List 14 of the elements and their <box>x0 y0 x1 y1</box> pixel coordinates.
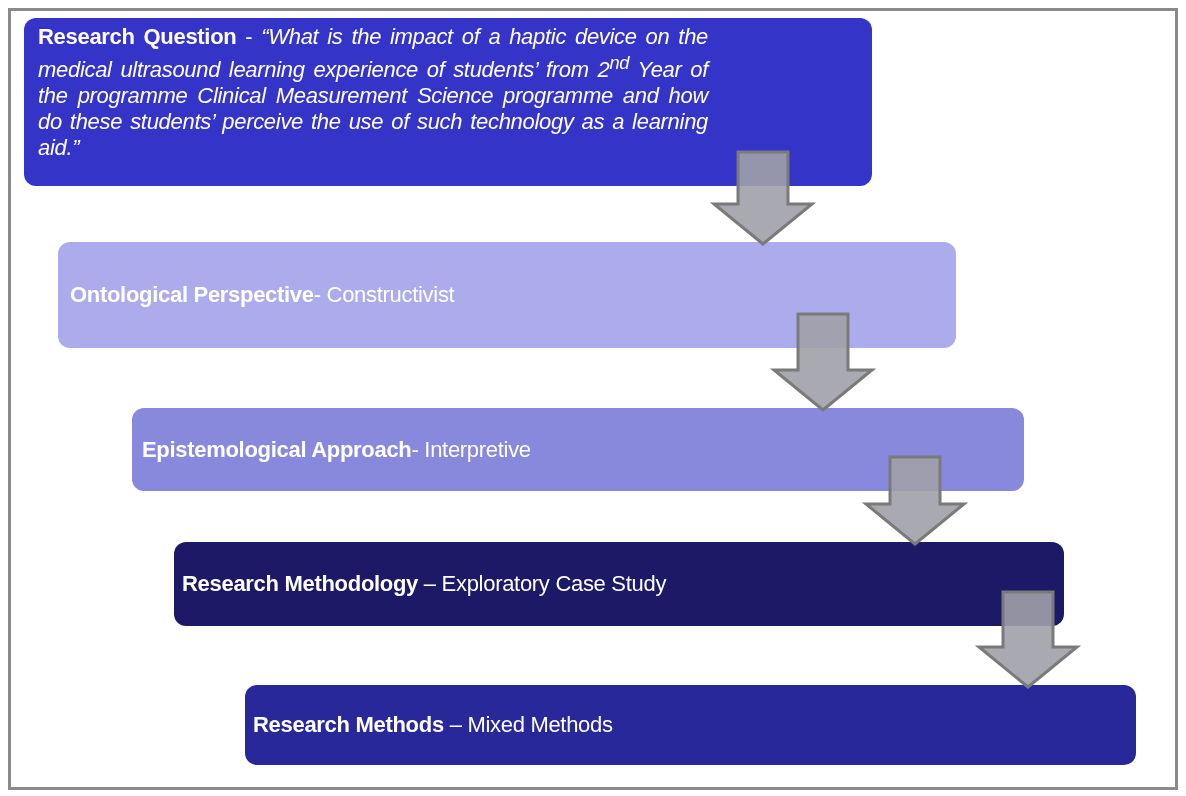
node-text: Research Question - “What is the impact of a haptic device on the medical ultrasound learning experience of students’ from 2$^{nd}$ Year of the programme Clinical Measurement Science programme and how do these students’ perceive the use of such technology as a learning aid.” <box>38 24 708 162</box>
process-box <box>245 685 1136 765</box>
node-text: Ontological Perspective- Constructivist <box>70 282 455 308</box>
block-arrow <box>769 312 877 412</box>
process-box <box>132 408 1024 491</box>
block-arrow <box>974 590 1082 689</box>
process-box <box>58 242 956 348</box>
process-box <box>24 18 872 186</box>
block-arrow <box>861 455 969 546</box>
node-text: Research Methodology – Exploratory Case Study <box>182 571 667 597</box>
node-text: Research Methods – Mixed Methods <box>253 712 613 738</box>
process-box <box>174 542 1064 626</box>
block-arrow <box>709 150 817 246</box>
node-text: Epistemological Approach- Interpretive <box>142 436 531 463</box>
